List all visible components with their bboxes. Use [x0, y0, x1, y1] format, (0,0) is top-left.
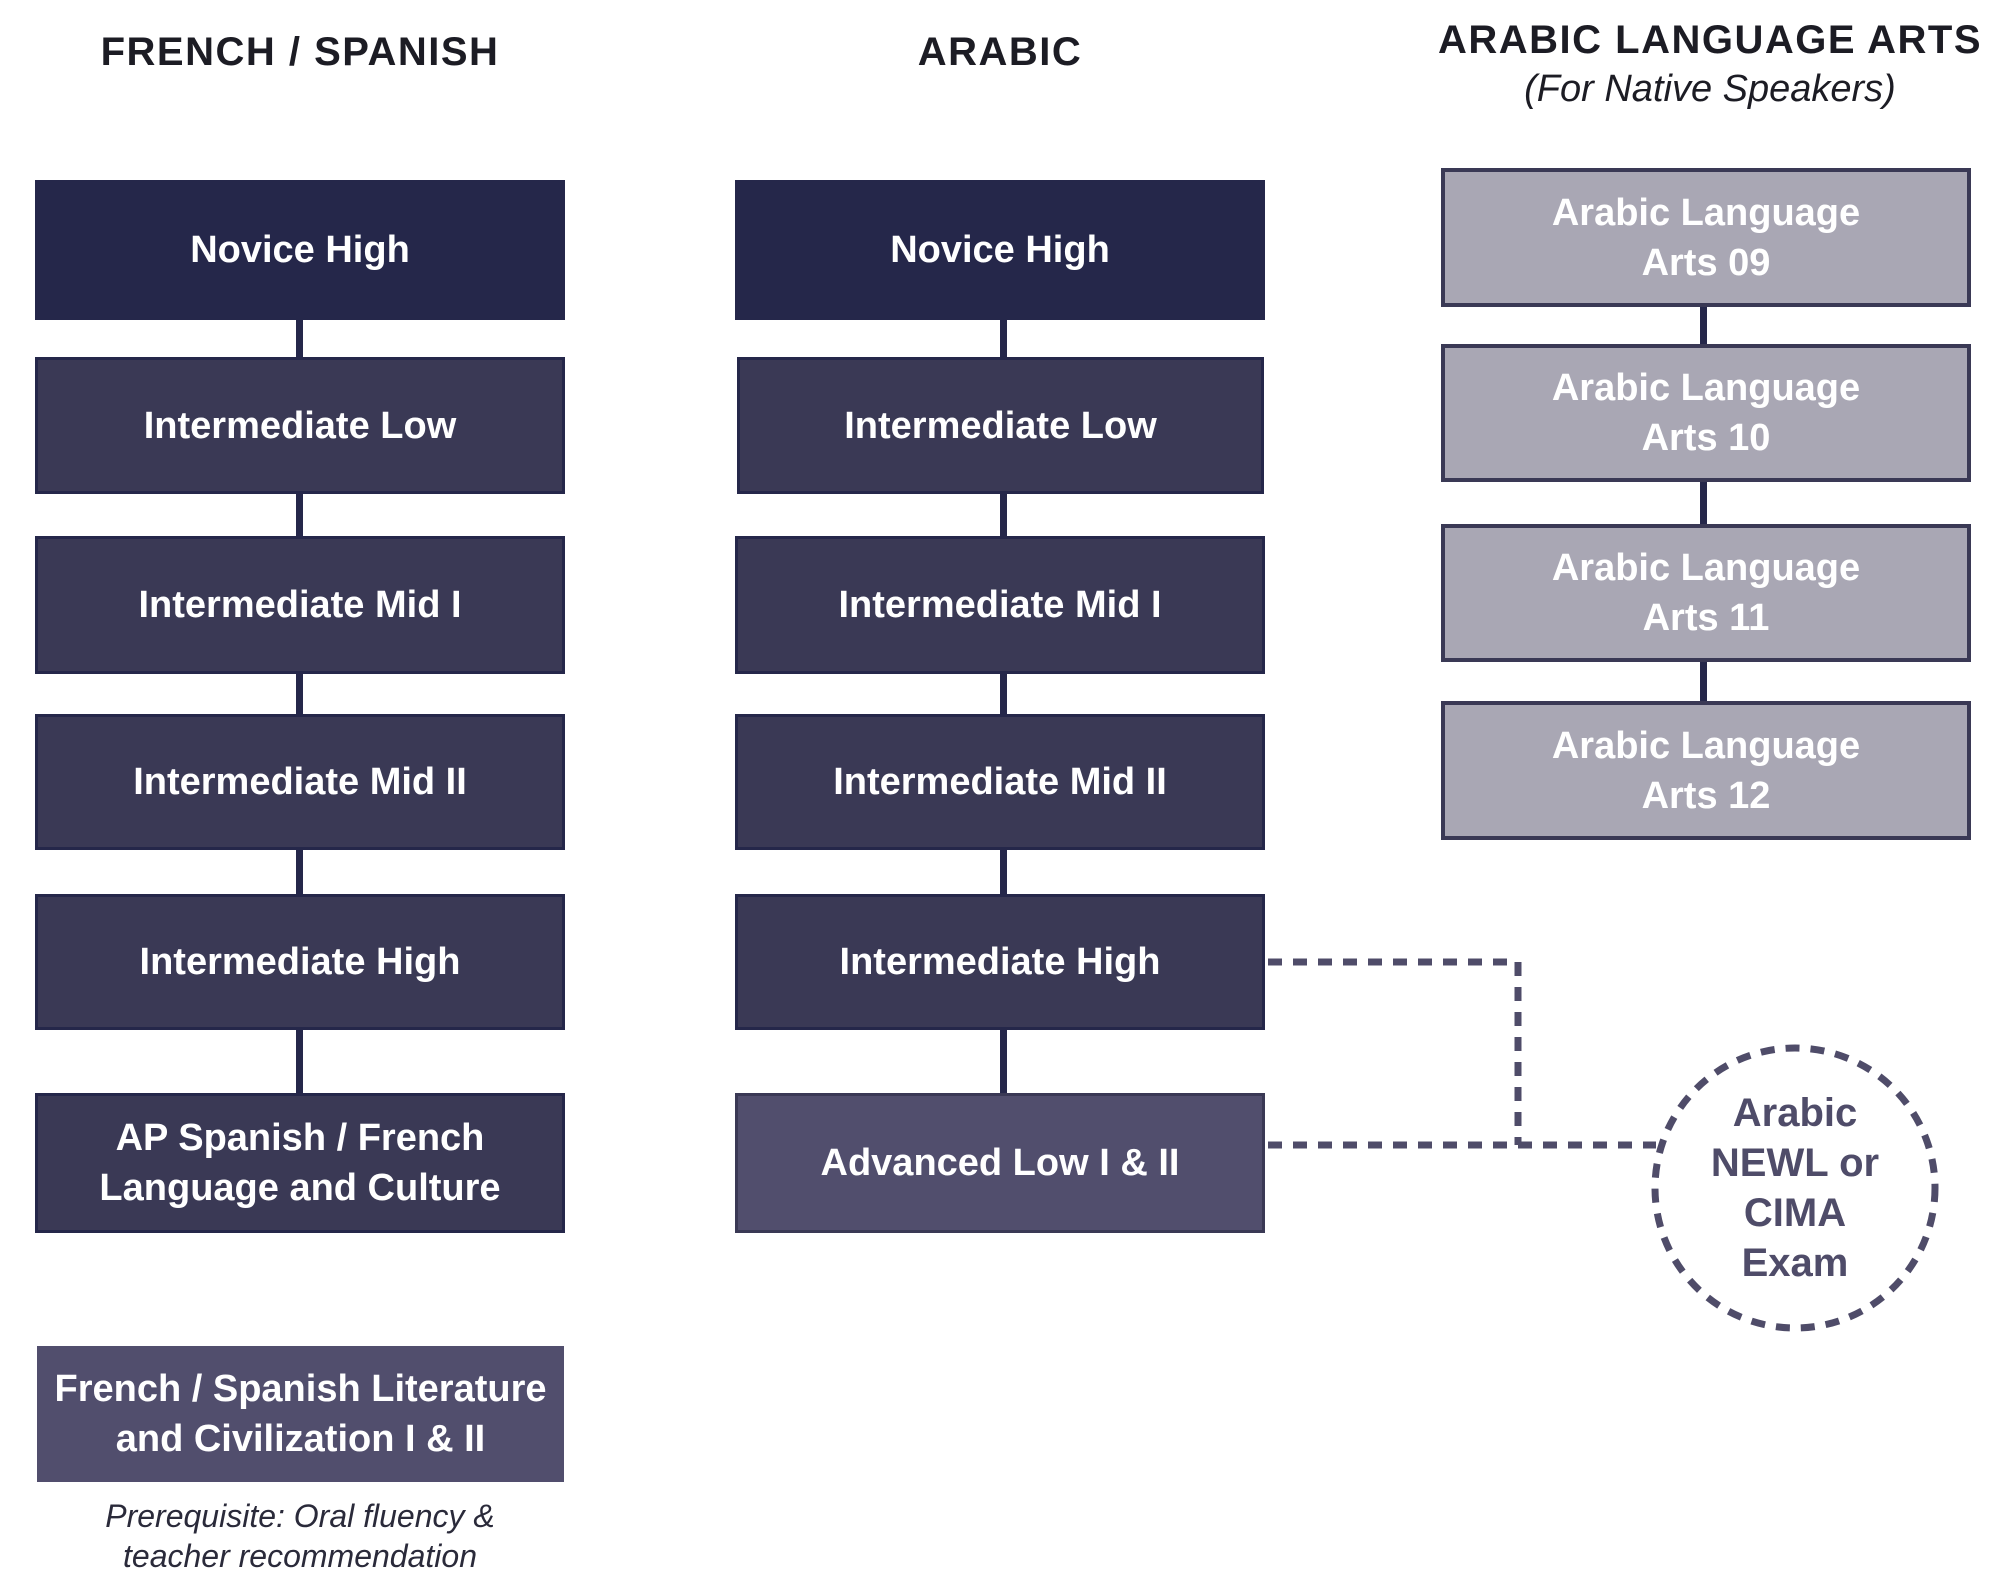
ala-level-11: Arabic Language Arts 11 — [1441, 524, 1971, 662]
fs-connector-3 — [296, 674, 303, 714]
ar-level-intermediate-mid-2: Intermediate Mid II — [735, 714, 1265, 850]
fs-level-intermediate-mid-2: Intermediate Mid II — [35, 714, 565, 850]
fs-connector-1 — [296, 320, 303, 357]
ar-level-intermediate-low: Intermediate Low — [737, 357, 1264, 494]
ar-level-intermediate-high: Intermediate High — [735, 894, 1265, 1030]
ala-connector-2 — [1700, 482, 1707, 524]
ar-connector-4 — [1000, 850, 1007, 894]
prerequisite-note: Prerequisite: Oral fluency & teacher rec… — [105, 1498, 495, 1574]
ala-level-09: Arabic Language Arts 09 — [1441, 168, 1971, 307]
fs-level-ap-language-culture: AP Spanish / French Language and Culture — [35, 1093, 565, 1233]
ar-connector-5 — [1000, 1030, 1007, 1093]
ar-level-advanced-low: Advanced Low I & II — [735, 1093, 1265, 1233]
ar-level-intermediate-mid-1: Intermediate Mid I — [735, 536, 1265, 674]
fs-level-intermediate-mid-1: Intermediate Mid I — [35, 536, 565, 674]
ala-level-12: Arabic Language Arts 12 — [1441, 701, 1971, 840]
ar-connector-2 — [1000, 494, 1007, 536]
fs-level-intermediate-low: Intermediate Low — [35, 357, 565, 494]
exam-dotted-circle — [1651, 1044, 1939, 1332]
french-spanish-heading: FRENCH / SPANISH — [100, 30, 500, 74]
fs-literature-civilization: French / Spanish Literature and Civiliza… — [37, 1346, 564, 1482]
ala-level-10: Arabic Language Arts 10 — [1441, 344, 1971, 482]
exam-dotted-path-intermediate-high — [1268, 958, 1522, 1145]
fs-level-novice-high: Novice High — [35, 180, 565, 320]
ar-connector-1 — [1000, 320, 1007, 357]
arabic-heading: ARABIC — [917, 30, 1083, 74]
fs-connector-4 — [296, 850, 303, 894]
ala-connector-3 — [1700, 662, 1707, 701]
ar-connector-3 — [1000, 674, 1007, 714]
arabic-language-arts-subheading: (For Native Speakers) — [1524, 68, 1896, 110]
fs-level-intermediate-high: Intermediate High — [35, 894, 565, 1030]
ala-connector-1 — [1700, 307, 1707, 344]
fs-connector-5 — [296, 1030, 303, 1093]
arabic-language-arts-heading: ARABIC LANGUAGE ARTS — [1437, 18, 1983, 62]
ar-level-novice-high: Novice High — [735, 180, 1265, 320]
fs-connector-2 — [296, 494, 303, 536]
exam-label: Arabic NEWL or CIMA Exam — [1710, 1091, 1880, 1285]
